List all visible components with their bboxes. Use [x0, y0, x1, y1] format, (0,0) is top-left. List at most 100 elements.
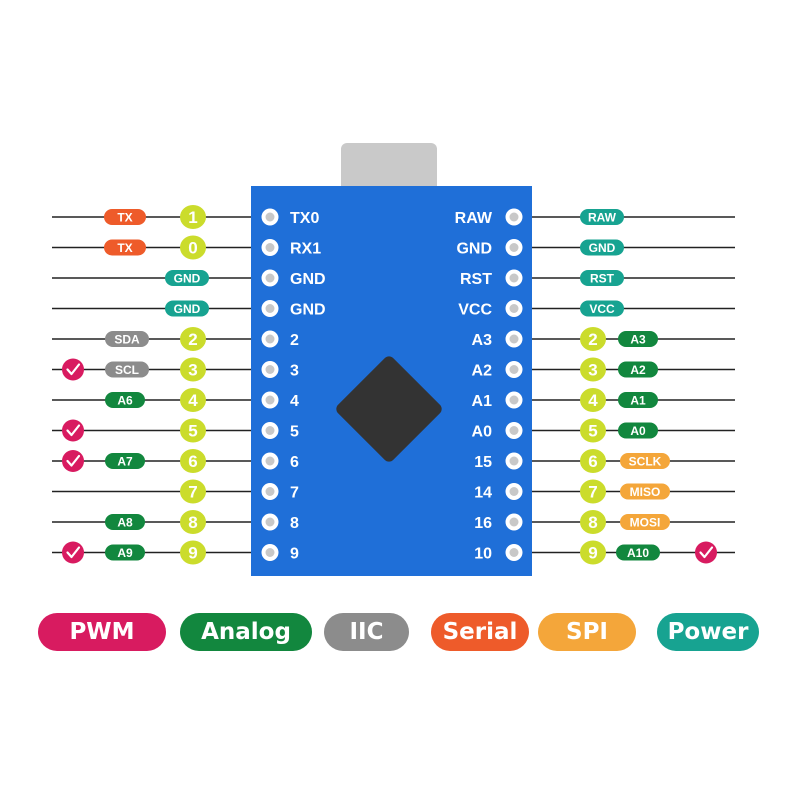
analog-badge: A10: [616, 544, 660, 561]
pin-label: 10: [474, 546, 492, 563]
digital-pin-badge: 5: [180, 418, 206, 443]
digital-pin-badge-label: 7: [188, 483, 197, 502]
iic-badge: SCL: [105, 361, 149, 378]
pin-label: RST: [460, 271, 492, 288]
pin-label: A3: [472, 332, 493, 349]
digital-pin-badge: 8: [580, 510, 606, 534]
right-pin-row: 14 7 MISO: [474, 479, 670, 504]
legend-item-iic: IIC: [324, 613, 409, 651]
pin-pad: [261, 544, 279, 561]
pin-pad: [505, 269, 523, 287]
left-pin-row: 8 8 A8: [105, 510, 299, 534]
analog-badge-label: A3: [630, 333, 646, 347]
legend-item-serial: Serial: [431, 613, 529, 651]
right-pin-row: A3 2 A3: [472, 327, 658, 351]
pin-pad: [261, 208, 279, 226]
left-pin-row: 77: [180, 479, 299, 504]
analog-badge: A6: [105, 392, 145, 408]
pin-label: A0: [472, 424, 493, 441]
digital-pin-badge-label: 1: [188, 208, 197, 227]
legend-item-pwm: PWM: [38, 613, 166, 651]
digital-pin-badge: 7: [180, 479, 206, 504]
legend-item-spi: SPI: [538, 613, 636, 651]
iic-badge-label: SCL: [115, 363, 139, 377]
digital-pin-badge-label: 5: [188, 422, 197, 441]
pin-label: VCC: [458, 302, 492, 319]
pin-label: GND: [456, 241, 492, 258]
analog-badge: A9: [105, 544, 145, 561]
left-pin-row: 55: [62, 418, 299, 443]
pin-label: 3: [290, 363, 299, 380]
digital-pin-badge-label: 9: [188, 544, 197, 563]
digital-pin-badge-label: 5: [588, 422, 597, 441]
pin-label: 9: [290, 546, 299, 563]
power-badge-label: GND: [174, 272, 201, 286]
pin-pad: [261, 513, 279, 531]
analog-badge-label: A1: [630, 394, 646, 408]
digital-pin-badge-label: 8: [188, 513, 197, 532]
chip: [336, 356, 442, 462]
right-pin-row: A1 4 A1: [472, 388, 658, 412]
digital-pin-badge-label: 3: [188, 361, 197, 380]
pin-pad: [261, 422, 279, 439]
serial-badge: TX: [104, 209, 146, 225]
digital-pin-badge-label: 0: [188, 239, 197, 258]
pin-label: RAW: [455, 210, 493, 227]
legend-item-analog: Analog: [180, 613, 312, 651]
analog-badge-label: A10: [627, 546, 649, 560]
pin-label: A2: [472, 363, 493, 380]
pwm-check-icon: [62, 358, 84, 381]
analog-badge-label: A8: [117, 516, 133, 530]
power-badge-label: VCC: [589, 302, 615, 316]
pin-label: A1: [472, 393, 493, 410]
pin-pad: [261, 391, 279, 409]
pin-pad: [261, 483, 279, 500]
pwm-check-icon: [62, 541, 84, 564]
spi-badge-label: MOSI: [630, 516, 661, 530]
pin-label: 8: [290, 515, 299, 532]
digital-pin-badge: 8: [180, 510, 206, 534]
digital-pin-badge: 9: [580, 540, 606, 565]
digital-pin-badge: 6: [580, 449, 606, 473]
analog-badge: A8: [105, 514, 145, 530]
digital-pin-badge: 2: [580, 327, 606, 351]
digital-pin-badge: 3: [580, 357, 606, 382]
pin-pad: [505, 483, 523, 500]
digital-pin-badge-label: 2: [188, 330, 197, 349]
digital-pin-badge: 7: [580, 479, 606, 504]
pin-pad: [261, 452, 279, 470]
digital-pin-badge-label: 4: [588, 391, 598, 410]
digital-pin-badge: 0: [180, 235, 206, 260]
spi-badge: MISO: [620, 483, 670, 500]
analog-badge: A3: [618, 331, 658, 347]
pin-pad: [505, 422, 523, 439]
digital-pin-badge-label: 9: [588, 544, 597, 563]
pin-pad: [505, 330, 523, 348]
analog-badge-label: A6: [117, 394, 133, 408]
power-badge: VCC: [580, 300, 624, 317]
digital-pin-badge: 2: [180, 327, 206, 351]
spi-badge: SCLK: [620, 453, 670, 469]
right-pin-row: VCC VCC: [458, 300, 624, 319]
pwm-check-icon: [62, 450, 84, 472]
iic-badge: SDA: [105, 331, 149, 347]
digital-pin-badge: 3: [180, 357, 206, 382]
pin-pad: [505, 544, 523, 561]
digital-pin-badge: 9: [180, 540, 206, 565]
pin-pad: [505, 239, 523, 256]
pin-pad: [505, 208, 523, 226]
digital-pin-badge-label: 8: [588, 513, 597, 532]
digital-pin-badge-label: 6: [588, 452, 597, 471]
pin-pad: [505, 361, 523, 378]
pin-label: 14: [474, 485, 492, 502]
left-pin-row: 3 3 SCL: [62, 357, 299, 382]
serial-badge-label: TX: [117, 241, 132, 255]
digital-pin-badge: 5: [580, 418, 606, 443]
pin-label: 2: [290, 332, 299, 349]
